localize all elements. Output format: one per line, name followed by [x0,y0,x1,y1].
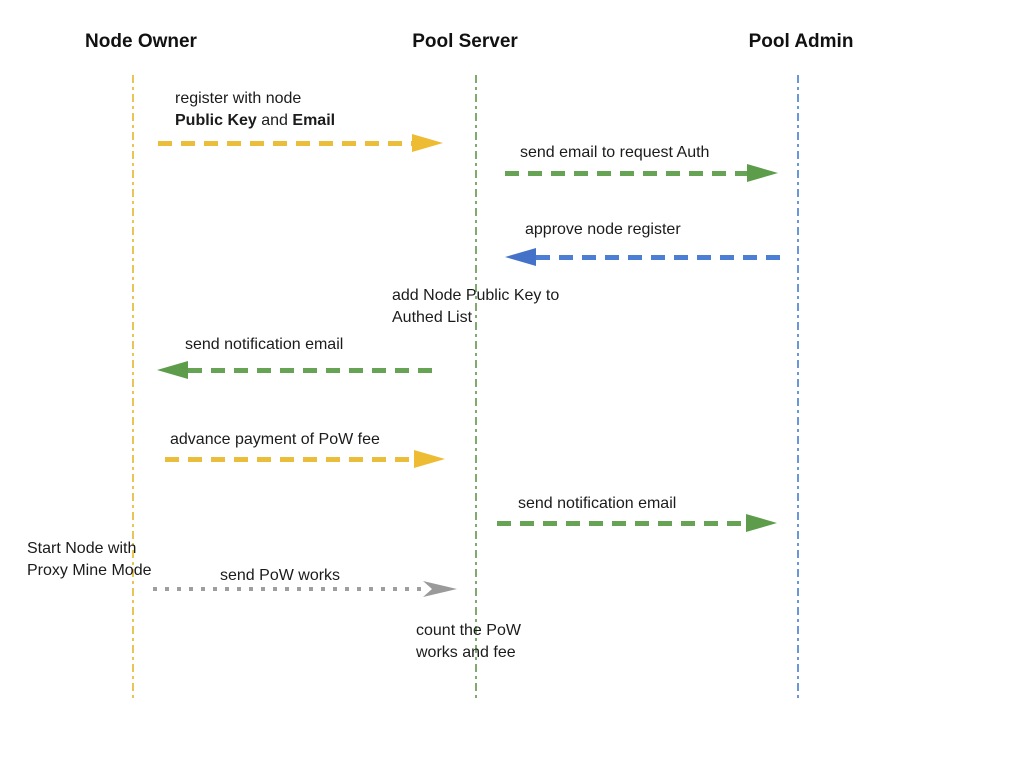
lifeline-pool-server [475,75,477,700]
arrowhead-left-icon [505,248,536,266]
message-arrow-request-auth [505,164,778,182]
arrow-line [153,587,423,591]
message-arrow-advance-payment [165,450,445,468]
message-label-notify-owner: send notification email [185,336,344,353]
note-line: count the PoW [416,622,521,639]
message-label-request-auth: send email to request Auth [520,144,710,161]
arrow-line [158,140,412,146]
actor-label-node-owner: Node Owner [85,31,197,52]
message-label-send-pow-works: send PoW works [220,567,341,584]
message-label-register-line2: Public Key and Email [175,112,336,129]
arrow-line [188,367,437,373]
arrowhead-right-icon [746,514,777,532]
note-line: Authed List [392,309,473,326]
message-arrow-send-pow-works [153,580,457,598]
message-arrow-notify-owner [157,361,437,379]
note-line: Proxy Mine Mode [27,562,152,579]
message-arrow-notify-admin [497,514,777,532]
arrowhead-right-icon [747,164,778,182]
note-start-node: Start Node with Proxy Mine Mode [27,538,152,582]
arrow-line [536,254,786,260]
message-arrow-approve-register [505,248,786,266]
arrowhead-dart-icon [423,581,457,597]
arrow-line [505,170,747,176]
lifeline-node-owner [132,75,134,700]
arrowhead-right-icon [414,450,445,468]
arrowhead-left-icon [157,361,188,379]
message-label-register: register with node Public Key and Email [175,88,335,132]
lifeline-pool-admin [797,75,799,700]
message-label-notify-admin: send notification email [518,495,677,512]
note-line: add Node Public Key to [392,287,560,304]
note-line: works and fee [416,644,516,661]
note-line: Start Node with [27,540,137,557]
arrow-line [497,520,746,526]
note-count-pow: count the PoW works and fee [416,620,521,664]
message-label-approve-register: approve node register [525,221,681,238]
message-arrow-register [158,134,443,152]
arrow-line [165,456,414,462]
actor-label-pool-admin: Pool Admin [748,31,854,52]
message-label-advance-payment: advance payment of PoW fee [170,431,380,448]
actor-label-pool-server: Pool Server [412,31,518,52]
arrowhead-right-icon [412,134,443,152]
note-add-public-key: add Node Public Key to Authed List [392,285,559,329]
message-label-register-line1: register with node [175,90,302,107]
